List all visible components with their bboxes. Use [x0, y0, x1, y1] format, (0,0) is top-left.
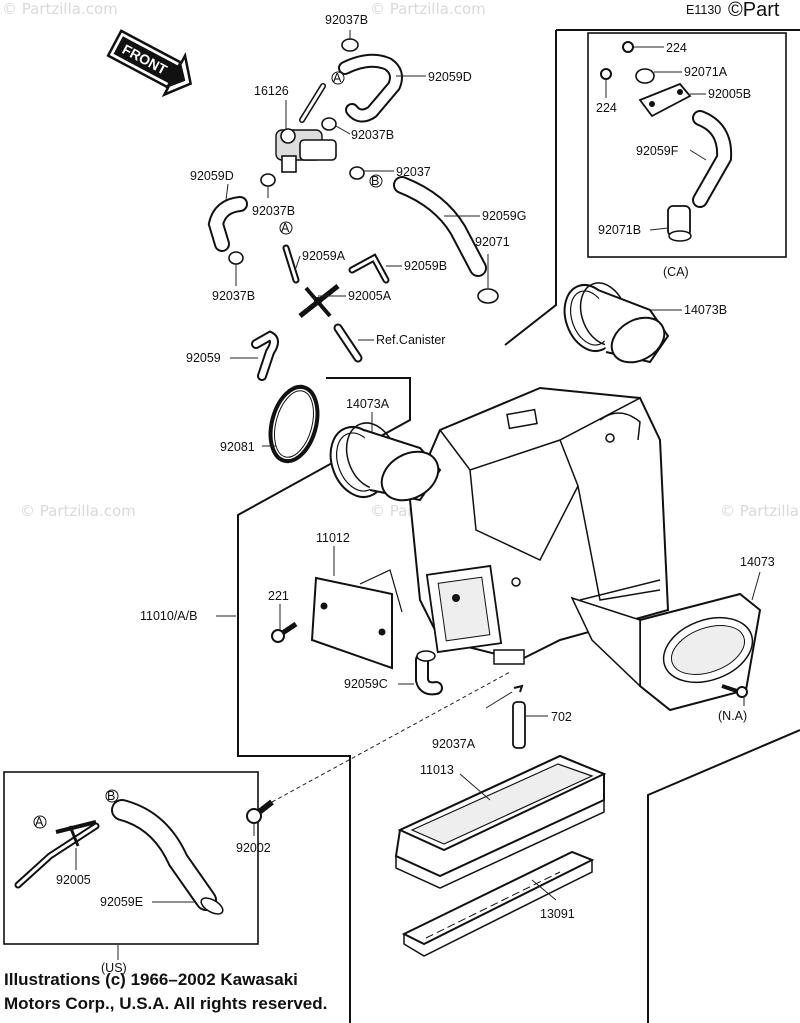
us-inset-box — [3, 771, 259, 945]
frame-line — [504, 30, 557, 346]
fitting-92005 — [55, 820, 97, 847]
leader-line — [271, 671, 511, 803]
label-92037B: 92037B — [351, 128, 394, 142]
clamp-92037B-low — [228, 251, 244, 265]
label-92037A: 92037A — [432, 737, 476, 751]
label-92037B: 92037B — [212, 289, 255, 303]
label-92005A: 92005A — [348, 289, 392, 303]
label-16126: 16126 — [254, 84, 289, 98]
label-92037B: 92037B — [325, 13, 368, 27]
boot-14073B — [563, 282, 670, 364]
marker-b-label: B — [371, 174, 379, 188]
label-92059A: 92059A — [302, 249, 346, 263]
label-na: (N.A) — [718, 709, 747, 723]
label-ca: (CA) — [663, 265, 689, 279]
label-ref-canister: Ref.Canister — [376, 333, 445, 347]
air-box-11010 — [408, 386, 670, 665]
ca-inset-box — [587, 32, 787, 258]
label-92005B: 92005B — [708, 87, 751, 101]
marker-a-label: A — [333, 71, 342, 85]
screw-224-b — [600, 68, 612, 80]
marker-a: A — [331, 71, 345, 85]
fitting-92005A — [298, 284, 340, 318]
marker-b-label: B — [107, 789, 115, 803]
tube-702 — [512, 701, 526, 749]
clamp-92037B-top — [341, 38, 359, 52]
clip-92037A — [513, 684, 524, 693]
marker-b: B — [369, 174, 383, 188]
watermark: © Partzilla.com — [370, 0, 486, 18]
marker-a-label: A — [281, 221, 290, 235]
label-92059G: 92059G — [482, 209, 526, 223]
leader-lines — [75, 30, 761, 903]
grommet-92071A — [635, 68, 655, 84]
tray-13091 — [401, 850, 595, 957]
marker-a: A — [279, 221, 293, 235]
valve-16126 — [275, 128, 337, 173]
label-92059C: 92059C — [344, 677, 388, 691]
screw-224-a — [622, 41, 634, 53]
label-92081: 92081 — [220, 440, 255, 454]
frame-line — [237, 377, 411, 1023]
label-92059: 92059 — [186, 351, 221, 365]
label-92002: 92002 — [236, 841, 271, 855]
element-11013 — [394, 754, 607, 889]
label-92071A: 92071A — [684, 65, 728, 79]
screw-na — [721, 684, 748, 698]
watermark-corner: ©Part — [728, 0, 780, 21]
screw-221 — [271, 621, 298, 643]
copyright-line-1: Illustrations (c) 1966–2002 Kawasaki — [4, 970, 298, 989]
label-13091: 13091 — [540, 907, 575, 921]
elbow-92059C — [415, 650, 443, 696]
label-11013: 11013 — [420, 763, 454, 777]
grommet-92071B — [667, 205, 692, 242]
grommet-92071 — [477, 288, 499, 304]
label-14073B: 14073B — [684, 303, 727, 317]
boot-14073A — [329, 422, 442, 502]
bolt-92002 — [246, 799, 274, 824]
front-arrow-icon: FRONT — [106, 29, 193, 98]
marker-b: B — [105, 789, 119, 803]
label-92059E: 92059E — [100, 895, 143, 909]
label-92059B: 92059B — [404, 259, 447, 273]
clamp-92037B-left — [260, 173, 276, 187]
duct-14073 — [570, 592, 762, 712]
marker-a: A — [33, 815, 47, 829]
watermark: © Partzilla.com — [720, 502, 800, 520]
label-92071: 92071 — [475, 235, 510, 249]
copyright-line-2: Motors Corp., U.S.A. All rights reserved… — [4, 994, 328, 1013]
oring-92081 — [268, 384, 320, 464]
label-us: (US) — [101, 961, 127, 975]
watermark: © Partzilla.com — [2, 0, 118, 18]
figure-code: E1130 — [686, 3, 721, 17]
label-702: 702 — [551, 710, 572, 724]
clamp-92037 — [349, 166, 365, 180]
label-92059D: 92059D — [428, 70, 472, 84]
watermark: © Partzilla.com — [20, 502, 136, 520]
label-14073: 14073 — [740, 555, 775, 569]
label-11012: 11012 — [316, 531, 350, 545]
label-224: 224 — [596, 101, 617, 115]
label-92037B: 92037B — [252, 204, 295, 218]
label-14073A: 14073A — [346, 397, 390, 411]
clamp-92037B-mid — [321, 117, 337, 131]
frame-line — [647, 729, 800, 1023]
fitting-92005B — [638, 82, 692, 118]
label-92005: 92005 — [56, 873, 91, 887]
cover-11012 — [310, 569, 403, 670]
label-11010: 11010/A/B — [140, 609, 197, 623]
label-92037: 92037 — [396, 165, 431, 179]
label-92071B: 92071B — [598, 223, 641, 237]
label-92059D: 92059D — [190, 169, 234, 183]
label-221: 221 — [268, 589, 289, 603]
label-224: 224 — [666, 41, 687, 55]
label-92059F: 92059F — [636, 144, 679, 158]
marker-a-label: A — [35, 815, 44, 829]
